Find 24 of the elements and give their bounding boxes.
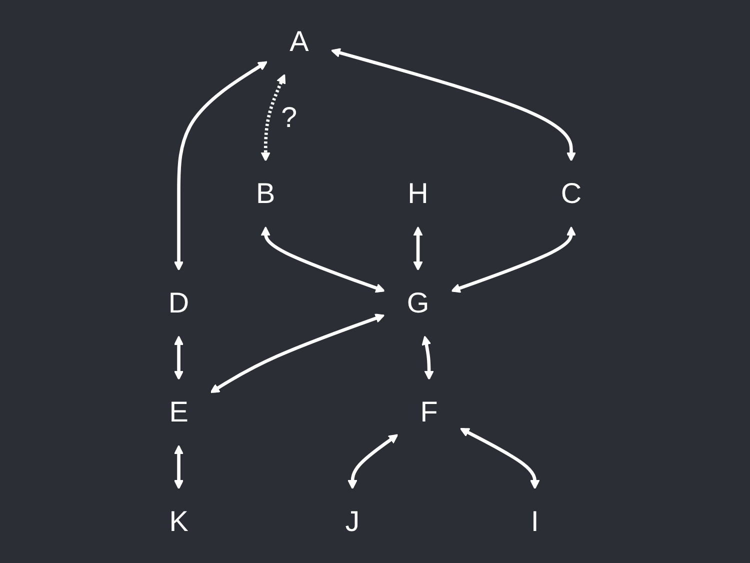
node-text: C bbox=[560, 176, 582, 210]
node-text: A bbox=[290, 24, 309, 58]
node-text: J bbox=[345, 504, 360, 538]
arrow bbox=[210, 314, 385, 394]
arrow bbox=[174, 444, 184, 490]
node-text: H bbox=[408, 176, 428, 210]
arrow bbox=[460, 428, 540, 490]
node-text: E bbox=[169, 395, 188, 428]
node-text: G bbox=[406, 286, 430, 320]
node-text: I bbox=[530, 504, 539, 538]
arrow bbox=[174, 336, 184, 380]
node-text: F bbox=[420, 395, 438, 428]
arrow bbox=[330, 48, 576, 162]
arrow bbox=[348, 434, 398, 490]
arrow bbox=[450, 226, 576, 293]
node-text: K bbox=[169, 504, 188, 538]
arrow bbox=[260, 74, 286, 162]
arrow bbox=[422, 336, 434, 380]
node-text: D bbox=[168, 286, 190, 320]
node-text: B bbox=[256, 176, 276, 210]
arrow bbox=[413, 226, 423, 271]
arrow bbox=[174, 61, 268, 271]
arrow bbox=[260, 226, 386, 293]
edge-label: ? bbox=[281, 100, 298, 134]
